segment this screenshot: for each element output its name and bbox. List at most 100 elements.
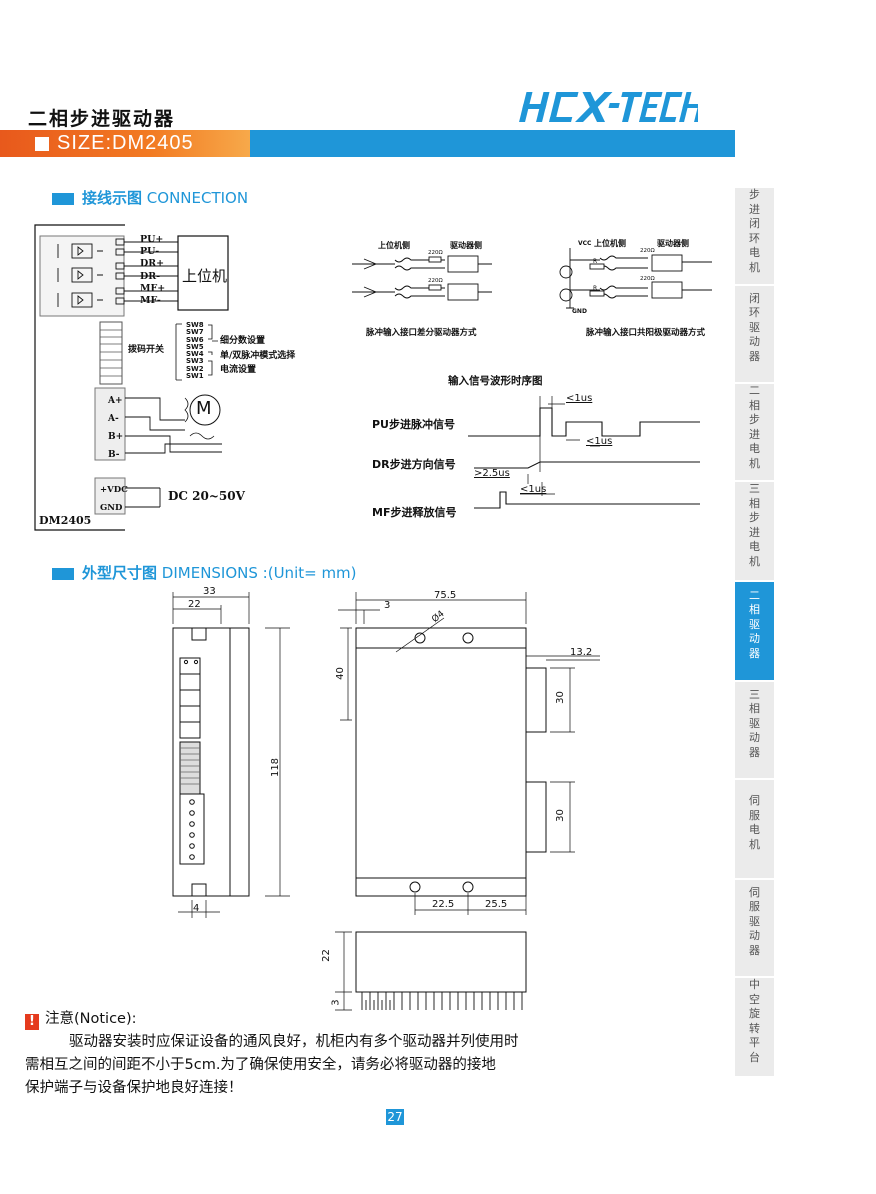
switch-label: SW5 (186, 342, 204, 351)
side-tab-char: 相 (749, 702, 760, 716)
dim-label: 40 (334, 667, 346, 680)
side-tab-char: 进 (749, 202, 760, 216)
power-voltage-label: DC 20~50V (168, 489, 245, 503)
notice-line: 驱动器安装时应保证设备的通风良好，机柜内有多个驱动器并列使用时 (69, 1034, 519, 1050)
side-tab-6[interactable]: 三相驱动器 (735, 682, 774, 778)
side-tab-char: 伺 (749, 794, 760, 807)
side-tab-5[interactable]: 二相驱动器 (735, 582, 774, 680)
side-tab-char: 电 (749, 823, 760, 836)
host-label: 上位机 (182, 267, 228, 285)
side-tab-7[interactable]: 伺服电机 (735, 780, 774, 878)
side-tab-char: 转 (749, 1021, 760, 1035)
category-title: 二相步进驱动器 (28, 108, 176, 130)
side-tab-3[interactable]: 二相步进电机 (735, 384, 774, 480)
model-label: DM2405 (39, 514, 92, 527)
side-tab-char: 驱 (749, 716, 760, 730)
side-tab-char: 步 (749, 188, 760, 201)
motor-symbol: M (196, 398, 212, 419)
anode-resistor-label: 220Ω (640, 248, 655, 254)
side-tab-char: 进 (749, 427, 760, 441)
diff-interface-diagram (352, 255, 492, 301)
notice-title: 注意(Notice): (45, 1011, 137, 1027)
power-terminal-label: GND (100, 503, 123, 513)
side-tab-char: 平 (749, 1036, 760, 1049)
diff-resistor-label-2: 220Ω (428, 278, 443, 284)
power-terminal-labels: +VDC GND (100, 481, 128, 517)
side-tab-char: 服 (749, 900, 760, 914)
timing-annotation: <1us (520, 484, 547, 495)
side-tab-char: 机 (749, 456, 760, 470)
terminal-label: DR+ (140, 258, 165, 270)
dimensions-title-en: DIMENSIONS :(Unit= mm) (161, 564, 357, 582)
side-tab-char: 环 (749, 231, 760, 245)
motor-terminal-label: B+ (108, 432, 124, 442)
side-tab-char: 中 (749, 978, 760, 991)
dim-label: 22 (188, 599, 201, 610)
side-tab-char: 器 (749, 943, 760, 957)
anode-gnd: GND (572, 308, 587, 315)
side-tab-char: 动 (749, 632, 760, 646)
terminal-label: MF- (140, 295, 161, 307)
side-tab-char: 相 (749, 398, 760, 412)
dip-switch-label: 拨码开关 (128, 345, 165, 355)
motor-terminal-label: A+ (108, 396, 123, 406)
dip-note-pulse-mode: 单/双脉冲模式选择 (220, 351, 296, 361)
dim-label: 22 (320, 949, 332, 962)
side-tab-char: 闭 (749, 217, 760, 230)
side-tab-char: 动 (749, 731, 760, 745)
side-tab-char: 步 (749, 413, 760, 426)
side-tab-char: 器 (749, 646, 760, 660)
pu-signal-label: PU步进脉冲信号 (372, 418, 455, 431)
size-banner-square (35, 137, 49, 151)
connection-heading: 接线示图 CONNECTION (52, 187, 248, 208)
dim-label: 4 (193, 903, 200, 914)
front-view-drawing (172, 592, 290, 918)
side-tab-char: 电 (749, 540, 760, 553)
motor-terminal-labels: A+ A- B+ B- (108, 392, 123, 464)
notice-line: 保护端子与设备保护地良好连接！ (25, 1080, 243, 1096)
side-tab-2[interactable]: 闭环驱动器 (735, 286, 774, 382)
timing-annotation: <1us (586, 436, 613, 447)
dimensions-title-cn: 外型尺寸图 (82, 564, 158, 582)
anode-resistor-label-2: 220Ω (640, 276, 655, 282)
dimensions-heading: 外型尺寸图 DIMENSIONS :(Unit= mm) (52, 562, 357, 583)
side-tab-char: 进 (749, 525, 760, 539)
anode-r-label-2: R (593, 285, 598, 292)
terminal-label: PU- (140, 246, 160, 258)
side-tab-char: 器 (749, 349, 760, 363)
switch-label: SW3 (186, 357, 204, 366)
dim-label: 33 (203, 586, 216, 597)
switch-label: SW7 (186, 328, 204, 337)
timing-annotation: <1us (566, 393, 593, 404)
side-tab-4[interactable]: 三相步进电机 (735, 482, 774, 580)
dip-note-current: 电流设置 (220, 365, 257, 375)
side-tab-char: 电 (749, 442, 760, 455)
dim-label: 30 (554, 809, 566, 822)
motor-terminal-label: B- (108, 450, 120, 460)
timing-diagram (468, 396, 700, 509)
anode-driver-side: 驱动器侧 (657, 239, 689, 248)
side-tab-char: 动 (749, 335, 760, 349)
dim-label: 30 (554, 691, 566, 704)
heading-square (52, 567, 74, 580)
side-tab-char: 步 (749, 511, 760, 524)
anode-caption: 脉冲输入接口共阳极驱动器方式 (586, 328, 706, 338)
side-tab-8[interactable]: 伺服驱动器 (735, 880, 774, 976)
diff-resistor-label: 220Ω (428, 250, 443, 256)
side-tab-char: 机 (749, 554, 760, 568)
side-tab-char: 驱 (749, 617, 760, 631)
heatsink-view-drawing (335, 931, 527, 1011)
connection-title-en: CONNECTION (146, 189, 249, 207)
side-tab-1[interactable]: 步进闭环电机 (735, 188, 774, 284)
diff-caption: 脉冲输入接口差分驱动器方式 (366, 328, 477, 338)
side-tab-char: 台 (749, 1050, 760, 1064)
anode-vcc: VCC (578, 240, 592, 247)
power-terminal-label: +VDC (100, 485, 128, 495)
side-tab-char: 驱 (749, 914, 760, 928)
terminal-label: MF+ (140, 282, 166, 294)
switch-label: SW8 (186, 321, 204, 329)
terminal-label: DR- (140, 270, 161, 282)
side-tab-9[interactable]: 中空旋转平台 (735, 978, 774, 1076)
dim-label: 3 (384, 600, 391, 611)
anode-host-side: 上位机侧 (594, 239, 626, 248)
